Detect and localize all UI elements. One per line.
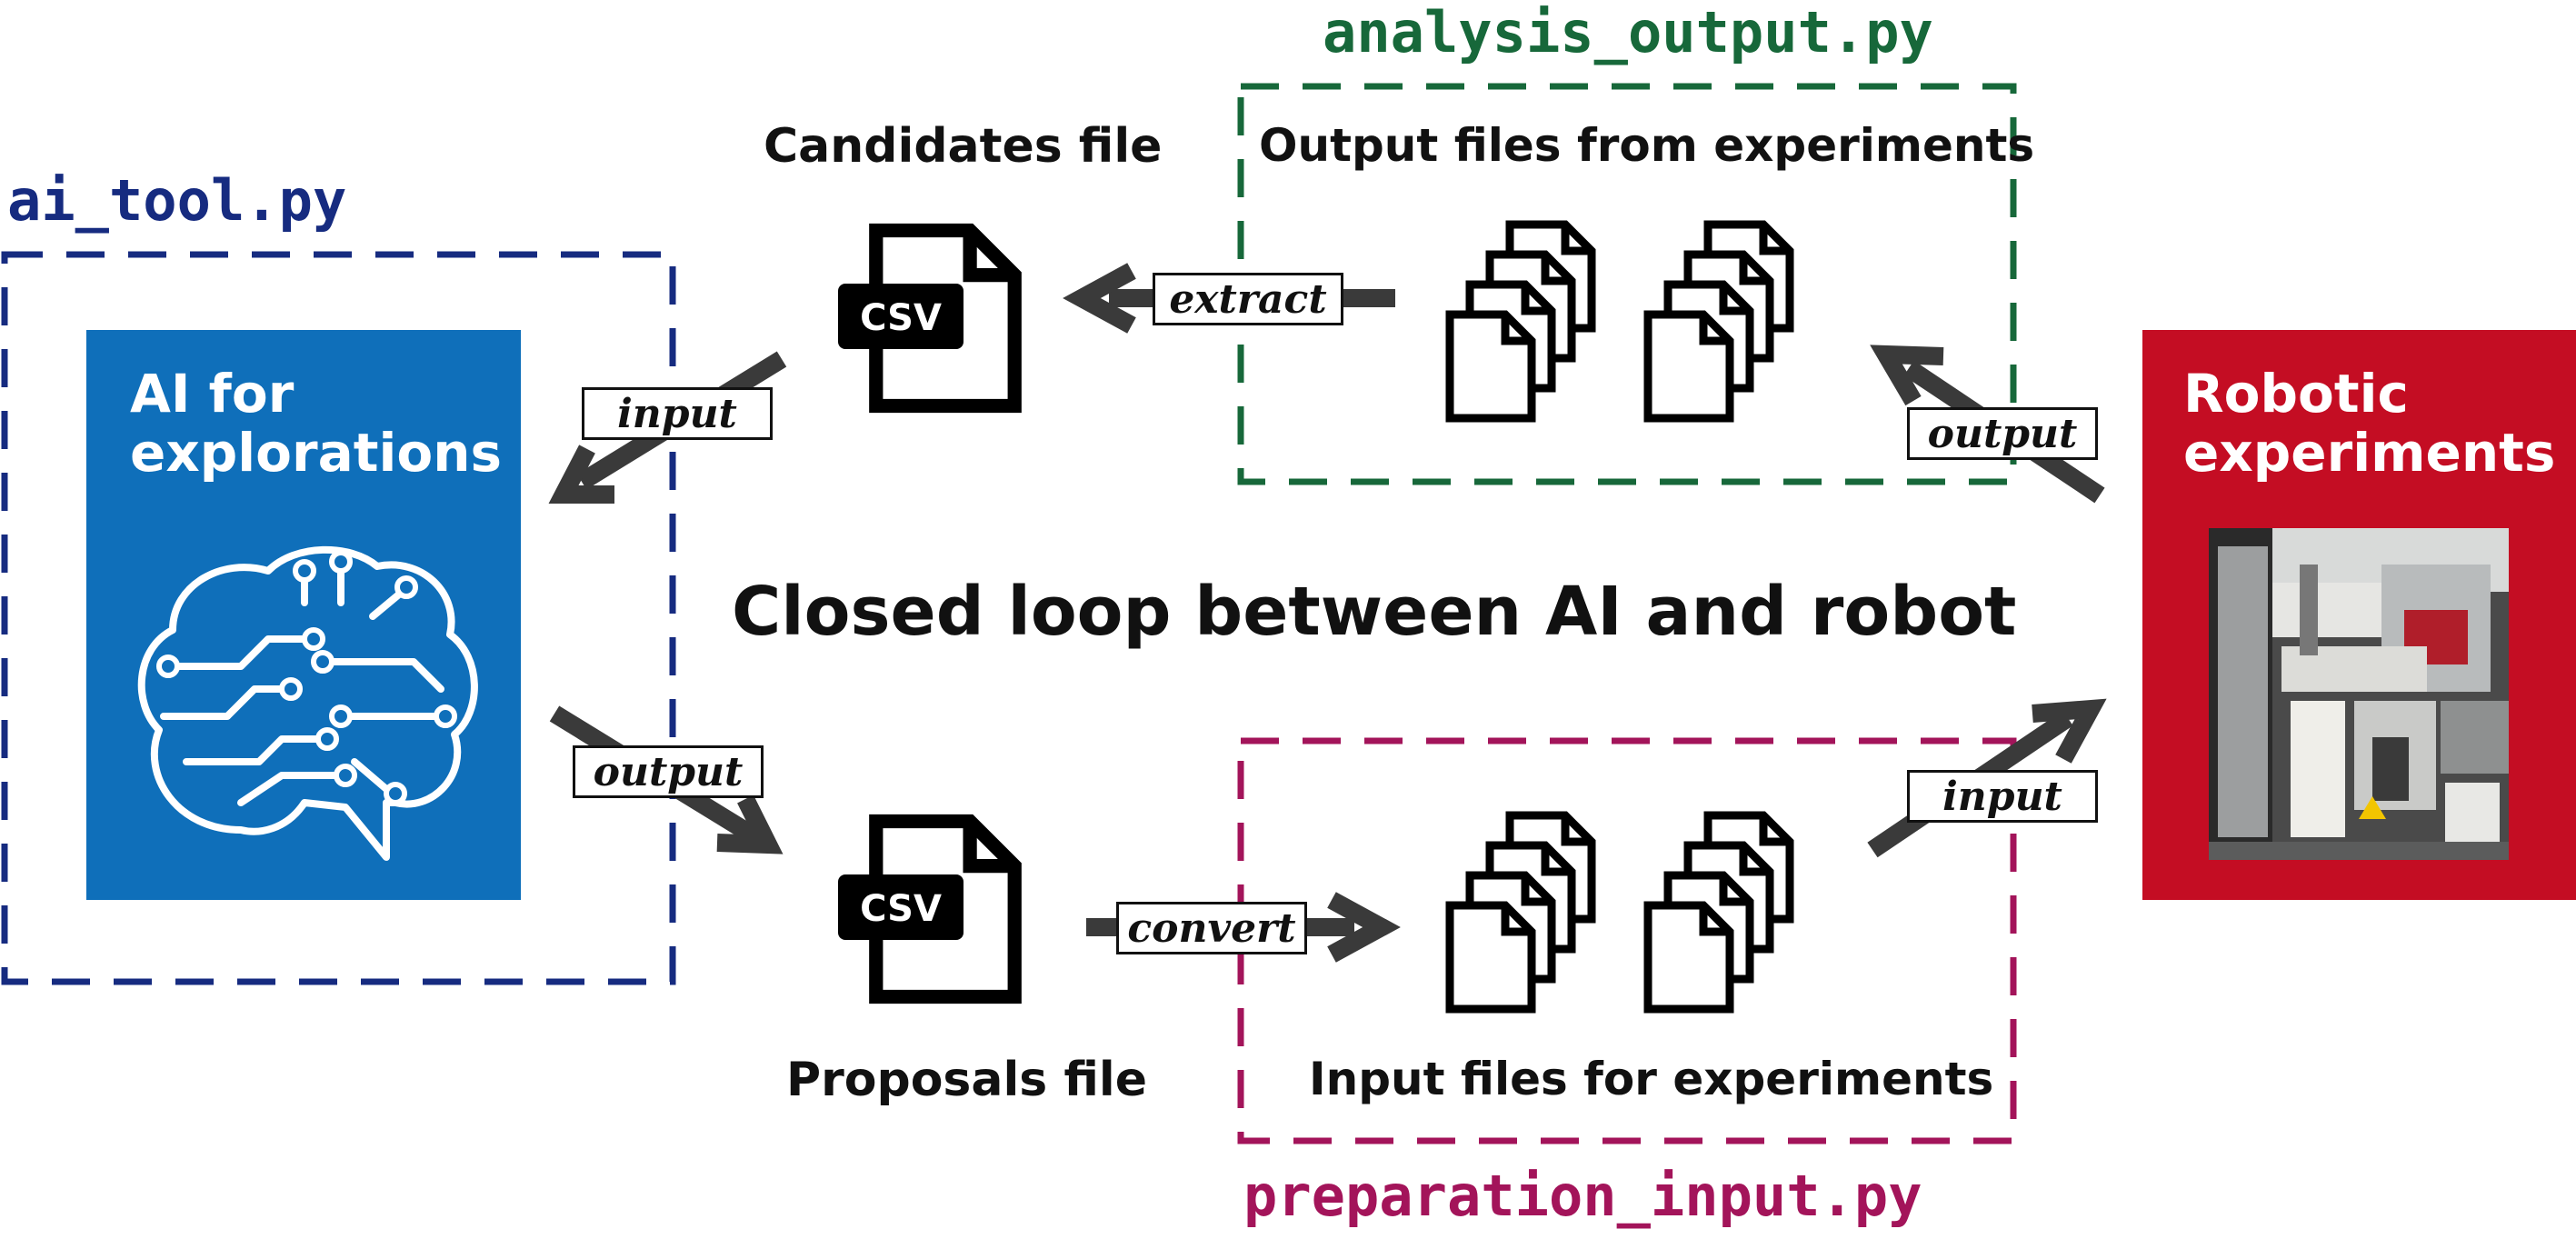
- brain-circuit-icon: [137, 545, 478, 861]
- input-files-label: Input files for experiments: [1309, 1053, 1994, 1105]
- csv-badge-proposals: CSV: [860, 888, 942, 930]
- robot-panel-title: Robotic experiments: [2183, 365, 2555, 483]
- label-extract: extract: [1153, 273, 1343, 325]
- label-output-from-robot: output: [1907, 407, 2098, 460]
- candidates-file-label: Candidates file: [764, 119, 1163, 174]
- ai-panel-title-line2: explorations: [130, 421, 503, 484]
- label-input-to-ai: input: [582, 387, 773, 440]
- ai-panel-title-line1: AI for: [130, 363, 295, 425]
- center-title: Closed loop between AI and robot: [732, 573, 2017, 651]
- csv-badge-candidates: CSV: [860, 297, 942, 339]
- csv-file-icon: CSV: [838, 821, 1014, 996]
- label-input-to-robot: input: [1907, 770, 2098, 823]
- ai-explorations-panel: AI for explorations: [86, 330, 521, 900]
- robot-machine-photo: [2209, 528, 2509, 860]
- label-convert: convert: [1116, 902, 1307, 954]
- ai-panel-title: AI for explorations: [130, 365, 502, 483]
- document-stack-icon: [1648, 225, 1790, 418]
- output-files-label: Output files from experiments: [1259, 119, 2035, 172]
- document-stack-icon: [1648, 815, 1790, 1009]
- robotic-experiments-panel: Robotic experiments: [2142, 330, 2576, 900]
- preparation-input-frame: [1237, 737, 2017, 1144]
- document-stack-icon: [1450, 815, 1592, 1009]
- label-output-from-ai: output: [573, 745, 764, 798]
- script-name-ai-tool: ai_tool.py: [7, 167, 347, 234]
- script-name-analysis-output: analysis_output.py: [1323, 0, 1933, 65]
- ai-tool-frame: [1, 251, 676, 985]
- robot-panel-title-line1: Robotic: [2183, 363, 2409, 425]
- script-name-preparation-input: preparation_input.py: [1243, 1163, 1922, 1229]
- csv-file-icon: CSV: [838, 230, 1014, 405]
- document-stack-icon: [1450, 225, 1592, 418]
- proposals-file-label: Proposals file: [786, 1053, 1147, 1107]
- robot-panel-title-line2: experiments: [2183, 421, 2556, 484]
